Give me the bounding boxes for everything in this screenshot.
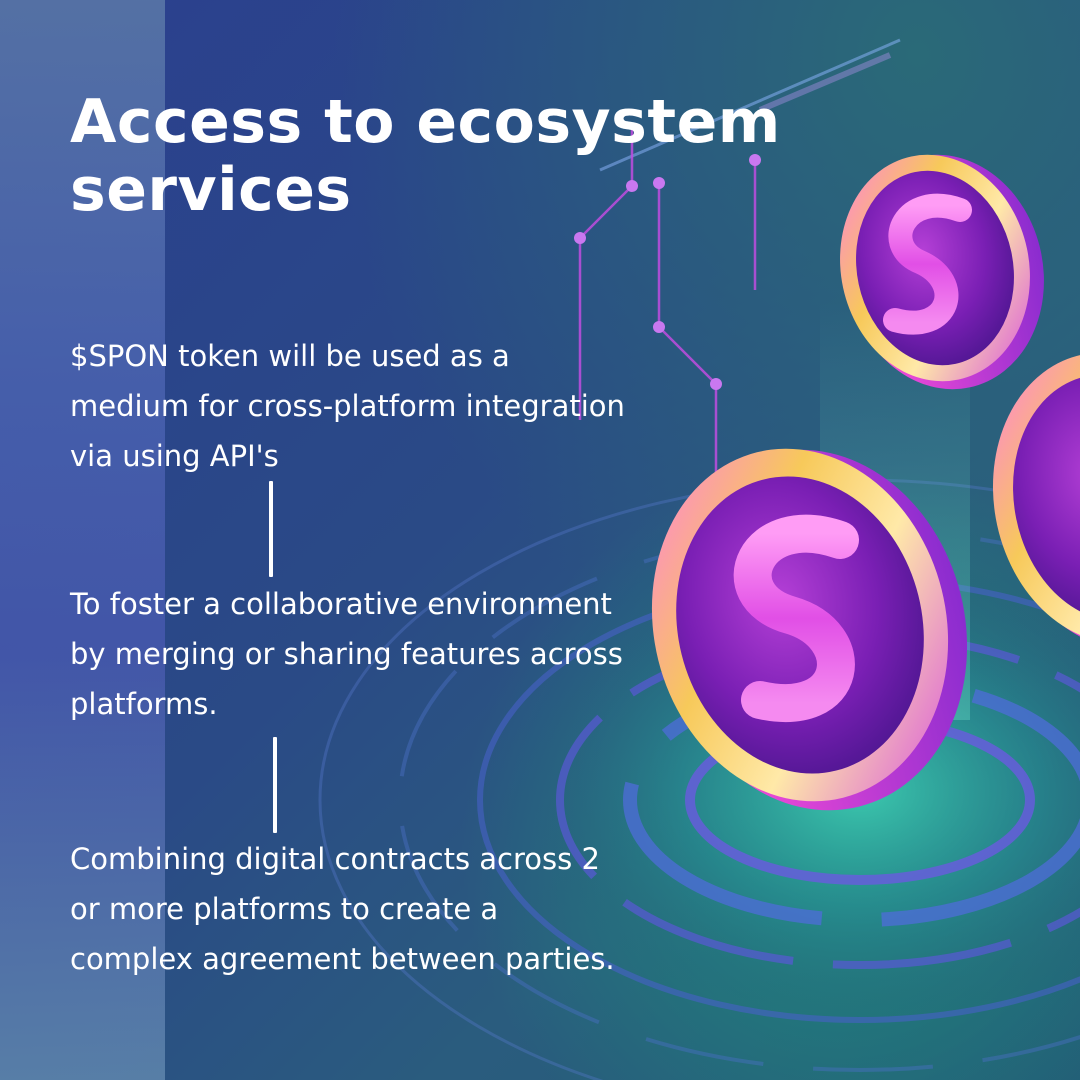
paragraph-collaborative: To foster a collaborative environment by… (70, 587, 623, 721)
divider-line (273, 737, 277, 833)
light-streak (758, 52, 892, 113)
page-title: Access to ecosystem services (70, 87, 781, 225)
spon-coin-icon (651, 448, 968, 811)
divider-line (269, 481, 273, 577)
light-streak (599, 38, 901, 172)
left-light-band (0, 0, 165, 1080)
spon-coin-icon (992, 350, 1080, 650)
paragraph-digital-contracts: Combining digital contracts across 2 or … (70, 842, 615, 976)
paragraph-token-medium: $SPON token will be used as a medium for… (70, 339, 625, 473)
circuit-nodes (574, 154, 761, 390)
spon-coin-icon (840, 154, 1044, 390)
